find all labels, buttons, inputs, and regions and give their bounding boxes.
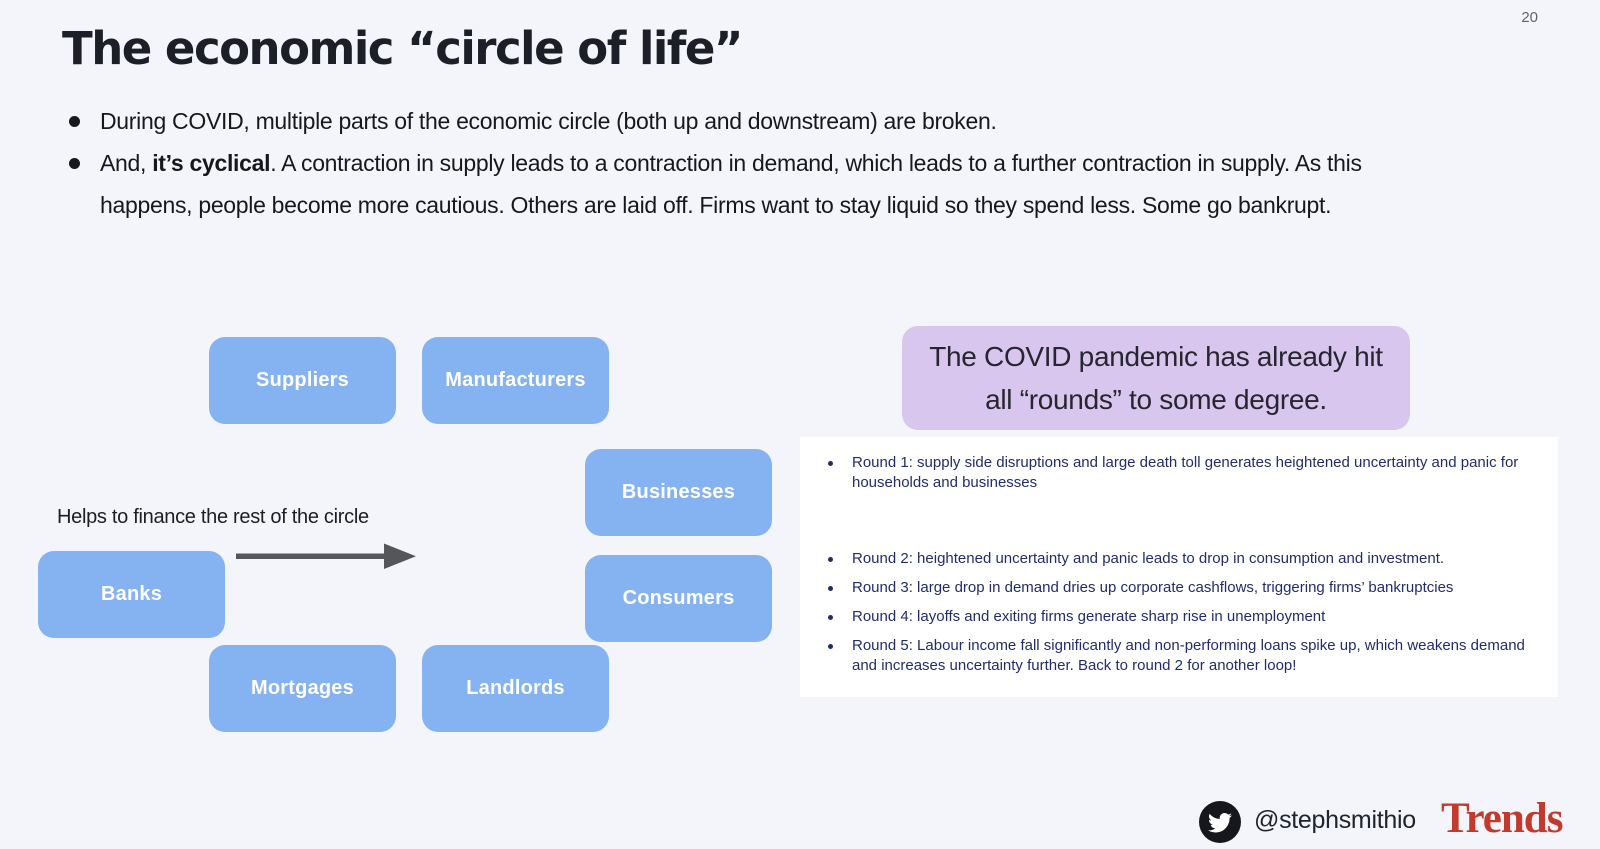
round-item: Round 5: Labour income fall significantl…	[822, 636, 1530, 676]
bullet-dot	[69, 158, 80, 169]
covid-callout: The COVID pandemic has already hit all “…	[902, 326, 1410, 430]
diagram-node-businesses: Businesses	[585, 449, 772, 536]
bullet-text: During COVID, multiple parts of the econ…	[100, 108, 997, 134]
rounds-panel: Round 1: supply side disruptions and lar…	[800, 437, 1558, 697]
round-bullet-dot	[828, 557, 833, 562]
bullet-text: And, it’s cyclical. A contraction in sup…	[100, 142, 1394, 226]
twitter-bird-icon	[1208, 812, 1232, 833]
round-text: Round 5: Labour income fall significantl…	[852, 637, 1525, 674]
round-text: Round 4: layoffs and exiting firms gener…	[852, 608, 1326, 625]
page-title: The economic “circle of life”	[62, 22, 743, 75]
diagram-node-manufacturers: Manufacturers	[422, 337, 609, 424]
round-bullet-dot	[828, 461, 833, 466]
covid-callout-line2: all “rounds” to some degree.	[985, 384, 1327, 415]
diagram-node-banks: Banks	[38, 551, 225, 638]
round-item: Round 4: layoffs and exiting firms gener…	[822, 607, 1530, 627]
round-text: Round 3: large drop in demand dries up c…	[852, 579, 1454, 596]
round-item: Round 2: heightened uncertainty and pani…	[822, 549, 1530, 569]
right-arrow-icon	[236, 543, 416, 569]
covid-callout-line1: The COVID pandemic has already hit	[929, 341, 1383, 372]
trends-logo: Trends	[1441, 795, 1563, 842]
diagram-node-landlords: Landlords	[422, 645, 609, 732]
finance-arrow-label: Helps to finance the rest of the circle	[57, 506, 369, 528]
bullet-list: During COVID, multiple parts of the econ…	[64, 100, 1394, 226]
bullet-item: During COVID, multiple parts of the econ…	[64, 100, 1394, 142]
bullet-dot	[69, 116, 80, 127]
round-item: Round 3: large drop in demand dries up c…	[822, 578, 1530, 598]
page-number: 20	[1521, 9, 1538, 26]
round-bullet-dot	[828, 644, 833, 649]
twitter-handle: @stephsmithio	[1254, 806, 1416, 834]
twitter-icon	[1199, 801, 1241, 843]
round-bullet-dot	[828, 586, 833, 591]
round-item: Round 1: supply side disruptions and lar…	[822, 453, 1530, 493]
bullet-text-rest: . A contraction in supply leads to a con…	[100, 150, 1362, 218]
bullet-text-bold: it’s cyclical	[152, 150, 271, 176]
bullet-text-prefix: And,	[100, 150, 153, 176]
round-bullet-dot	[828, 615, 833, 620]
diagram-node-consumers: Consumers	[585, 555, 772, 642]
bullet-item: And, it’s cyclical. A contraction in sup…	[64, 142, 1394, 226]
diagram-node-mortgages: Mortgages	[209, 645, 396, 732]
round-text: Round 1: supply side disruptions and lar…	[852, 454, 1519, 491]
diagram-node-suppliers: Suppliers	[209, 337, 396, 424]
round-text: Round 2: heightened uncertainty and pani…	[852, 550, 1445, 567]
